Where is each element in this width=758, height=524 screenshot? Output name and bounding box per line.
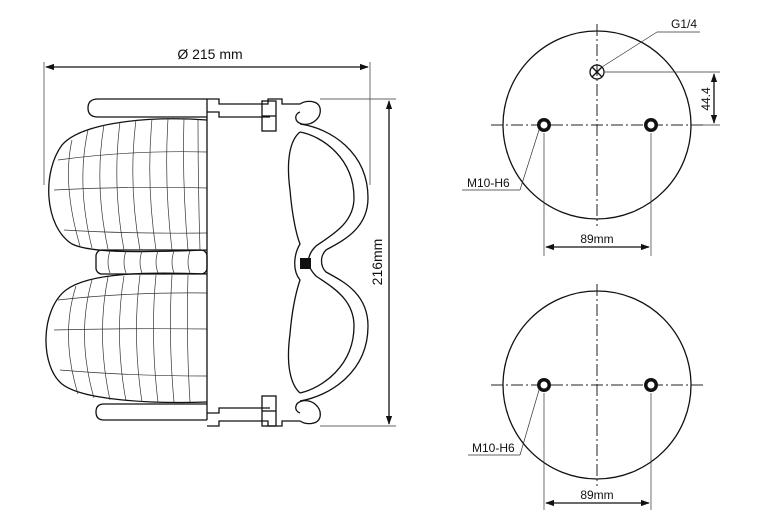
top-plate-section	[207, 98, 321, 125]
air-port-square	[300, 258, 311, 269]
top-plan-view	[491, 24, 703, 226]
port-callout: G1/4	[601, 17, 700, 68]
spacing-dimension-top: 89mm	[543, 133, 652, 256]
thread-callout-top: M10-H6	[462, 129, 540, 191]
port-offset-dimension: 44.4	[604, 71, 720, 126]
bottom-plate	[95, 403, 207, 421]
diameter-dimension: Ø 215 mm	[43, 46, 371, 185]
thread-label-top: M10-H6	[467, 176, 510, 190]
port-offset-label: 44.4	[699, 87, 713, 111]
bellow-ribs	[53, 118, 208, 403]
inner-contour	[287, 131, 301, 394]
height-label: 216mm	[369, 239, 385, 286]
bottom-plan-view	[491, 284, 703, 486]
wall-outer	[299, 123, 369, 402]
thread-callout-bottom: M10-H6	[468, 389, 540, 456]
spacing-label-top: 89mm	[580, 232, 613, 246]
spacing-label-bottom: 89mm	[580, 488, 613, 502]
height-dimension: 216mm	[320, 98, 396, 427]
thread-label-bottom: M10-H6	[472, 441, 515, 455]
bottom-plate-section	[207, 400, 321, 427]
lower-bellow	[45, 272, 208, 404]
girdle-ring	[95, 249, 208, 275]
side-view	[45, 98, 369, 427]
diameter-label: Ø 215 mm	[177, 46, 242, 62]
top-plate	[87, 98, 207, 118]
spacing-dimension-bottom: 89mm	[543, 393, 652, 510]
port-label: G1/4	[671, 17, 697, 31]
